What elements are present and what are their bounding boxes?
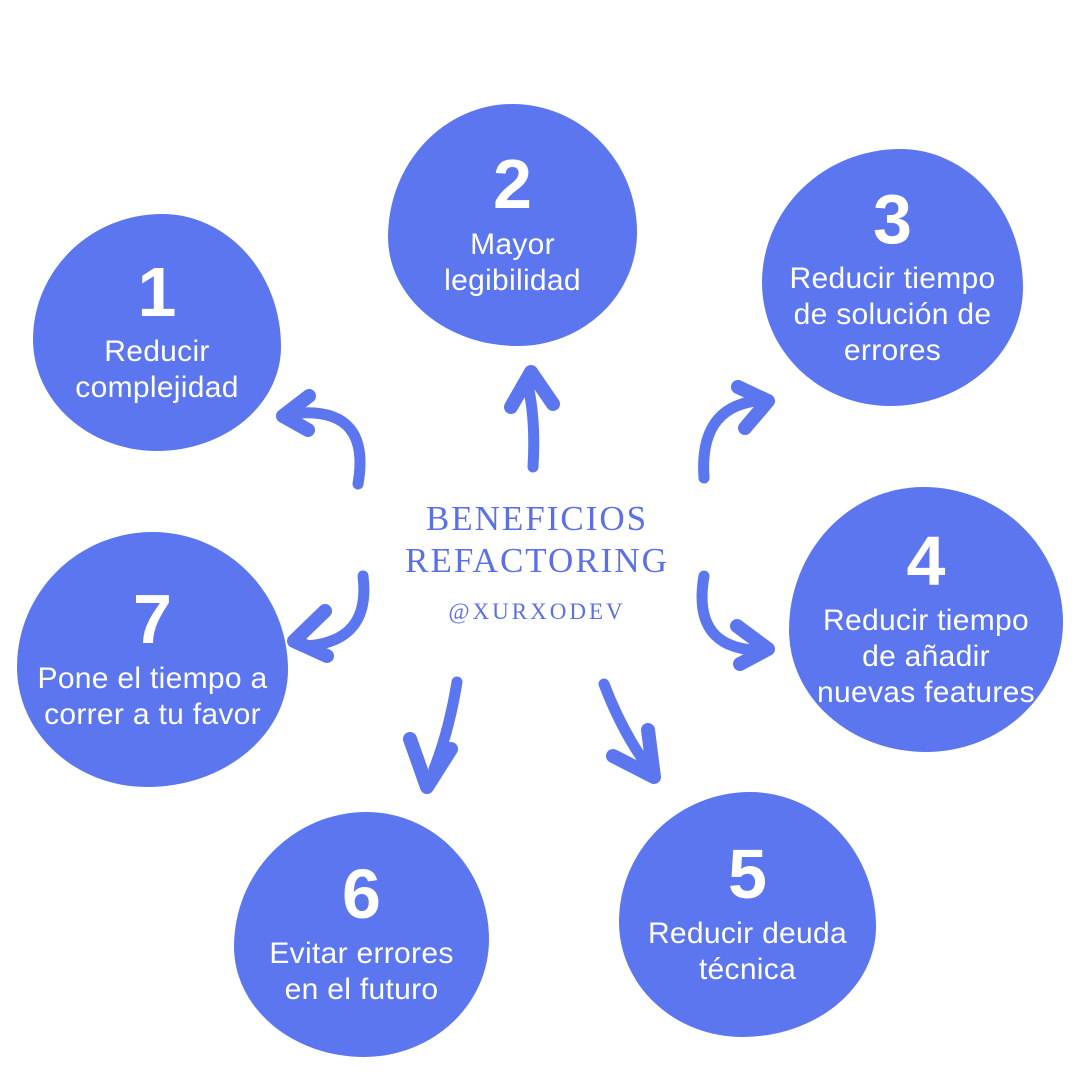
node-label: Reducir deuda técnica bbox=[647, 917, 848, 987]
benefit-node-4: 4 Reducir tiempo de añadir nuevas featur… bbox=[789, 487, 1063, 752]
node-label: Reducir tiempo de añadir nuevas features bbox=[817, 604, 1035, 710]
arrow-to-node-2 bbox=[504, 365, 560, 473]
arrow-to-node-6 bbox=[403, 676, 463, 794]
arrow-to-node-3 bbox=[698, 380, 775, 484]
page-title: BENEFICIOS REFACTORING bbox=[405, 499, 669, 581]
node-number: 2 bbox=[493, 145, 532, 224]
author-handle: @XURXODEV bbox=[448, 598, 626, 624]
benefit-node-1: 1 Reducir complejidad bbox=[33, 214, 281, 451]
center-title-block: BENEFICIOS REFACTORING @XURXODEV bbox=[377, 498, 697, 625]
node-number: 6 bbox=[342, 854, 381, 933]
node-number: 3 bbox=[873, 179, 912, 258]
node-label: Pone el tiempo a correr a tu favor bbox=[37, 662, 268, 732]
node-number: 1 bbox=[137, 252, 177, 331]
benefit-node-7: 7 Pone el tiempo a correr a tu favor bbox=[17, 532, 288, 787]
node-number: 5 bbox=[728, 834, 767, 913]
benefit-node-2: 2 Mayor legibilidad bbox=[388, 104, 637, 346]
arrow-to-node-4 bbox=[696, 570, 775, 671]
arrow-to-node-7 bbox=[287, 570, 370, 663]
arrow-to-node-1 bbox=[276, 389, 366, 490]
node-label: Evitar errores en el futuro bbox=[269, 937, 454, 1007]
benefit-node-6: 6 Evitar errores en el futuro bbox=[234, 812, 489, 1057]
node-number: 7 bbox=[133, 579, 172, 658]
node-label: Reducir complejidad bbox=[75, 335, 239, 405]
node-label: Reducir tiempo de solución de errores bbox=[789, 262, 996, 368]
arrow-to-node-5 bbox=[598, 678, 661, 784]
benefit-node-5: 5 Reducir deuda técnica bbox=[619, 792, 876, 1037]
node-number: 4 bbox=[906, 521, 946, 600]
benefit-node-3: 3 Reducir tiempo de solución de errores bbox=[762, 149, 1023, 406]
node-label: Mayor legibilidad bbox=[444, 227, 581, 297]
